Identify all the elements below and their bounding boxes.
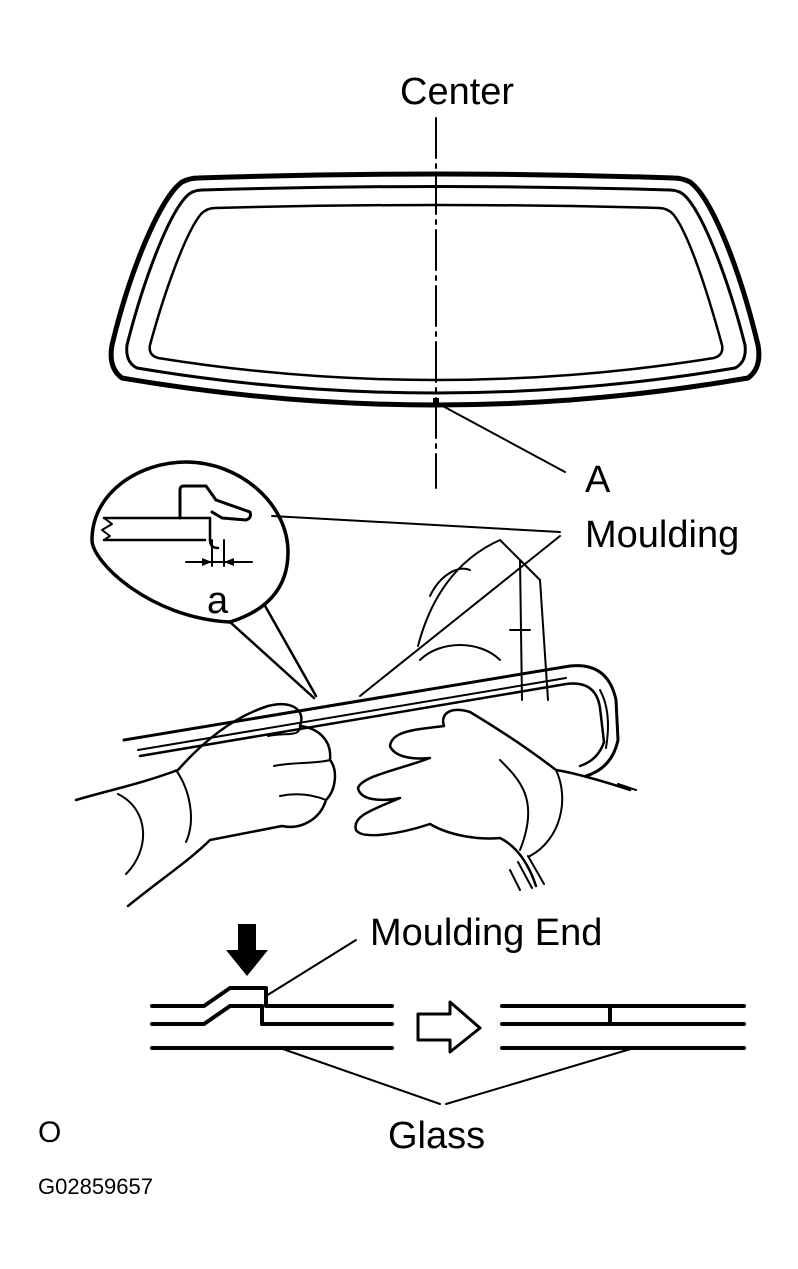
point-a-marker: [433, 398, 439, 406]
leader-moulding-glass: [359, 535, 561, 697]
leader-glass-right: [445, 1047, 635, 1105]
right-hand: [354, 708, 632, 888]
windshield-glass: [108, 171, 762, 408]
label-glass: Glass: [388, 1115, 485, 1157]
label-moulding-end: Moulding End: [370, 912, 602, 954]
leader-moulding-end: [265, 939, 357, 997]
press-arrow-icon: [226, 924, 268, 976]
figure-code: G02859657: [38, 1174, 153, 1199]
installed-glass: [122, 664, 620, 778]
label-a-lower: a: [207, 580, 229, 622]
label-a-upper: A: [585, 459, 611, 501]
view-mark: O: [38, 1116, 61, 1149]
leader-glass-left: [279, 1047, 441, 1105]
moulding-end-procedure: [150, 924, 746, 1105]
leader-a: [438, 403, 566, 473]
leader-moulding-detail: [271, 515, 561, 533]
label-moulding: Moulding: [585, 514, 739, 556]
left-hand: [74, 703, 337, 908]
detail-circle: [90, 460, 318, 700]
then-arrow-icon: [416, 1000, 482, 1054]
vehicle-body: [417, 539, 637, 891]
label-center: Center: [400, 71, 514, 113]
